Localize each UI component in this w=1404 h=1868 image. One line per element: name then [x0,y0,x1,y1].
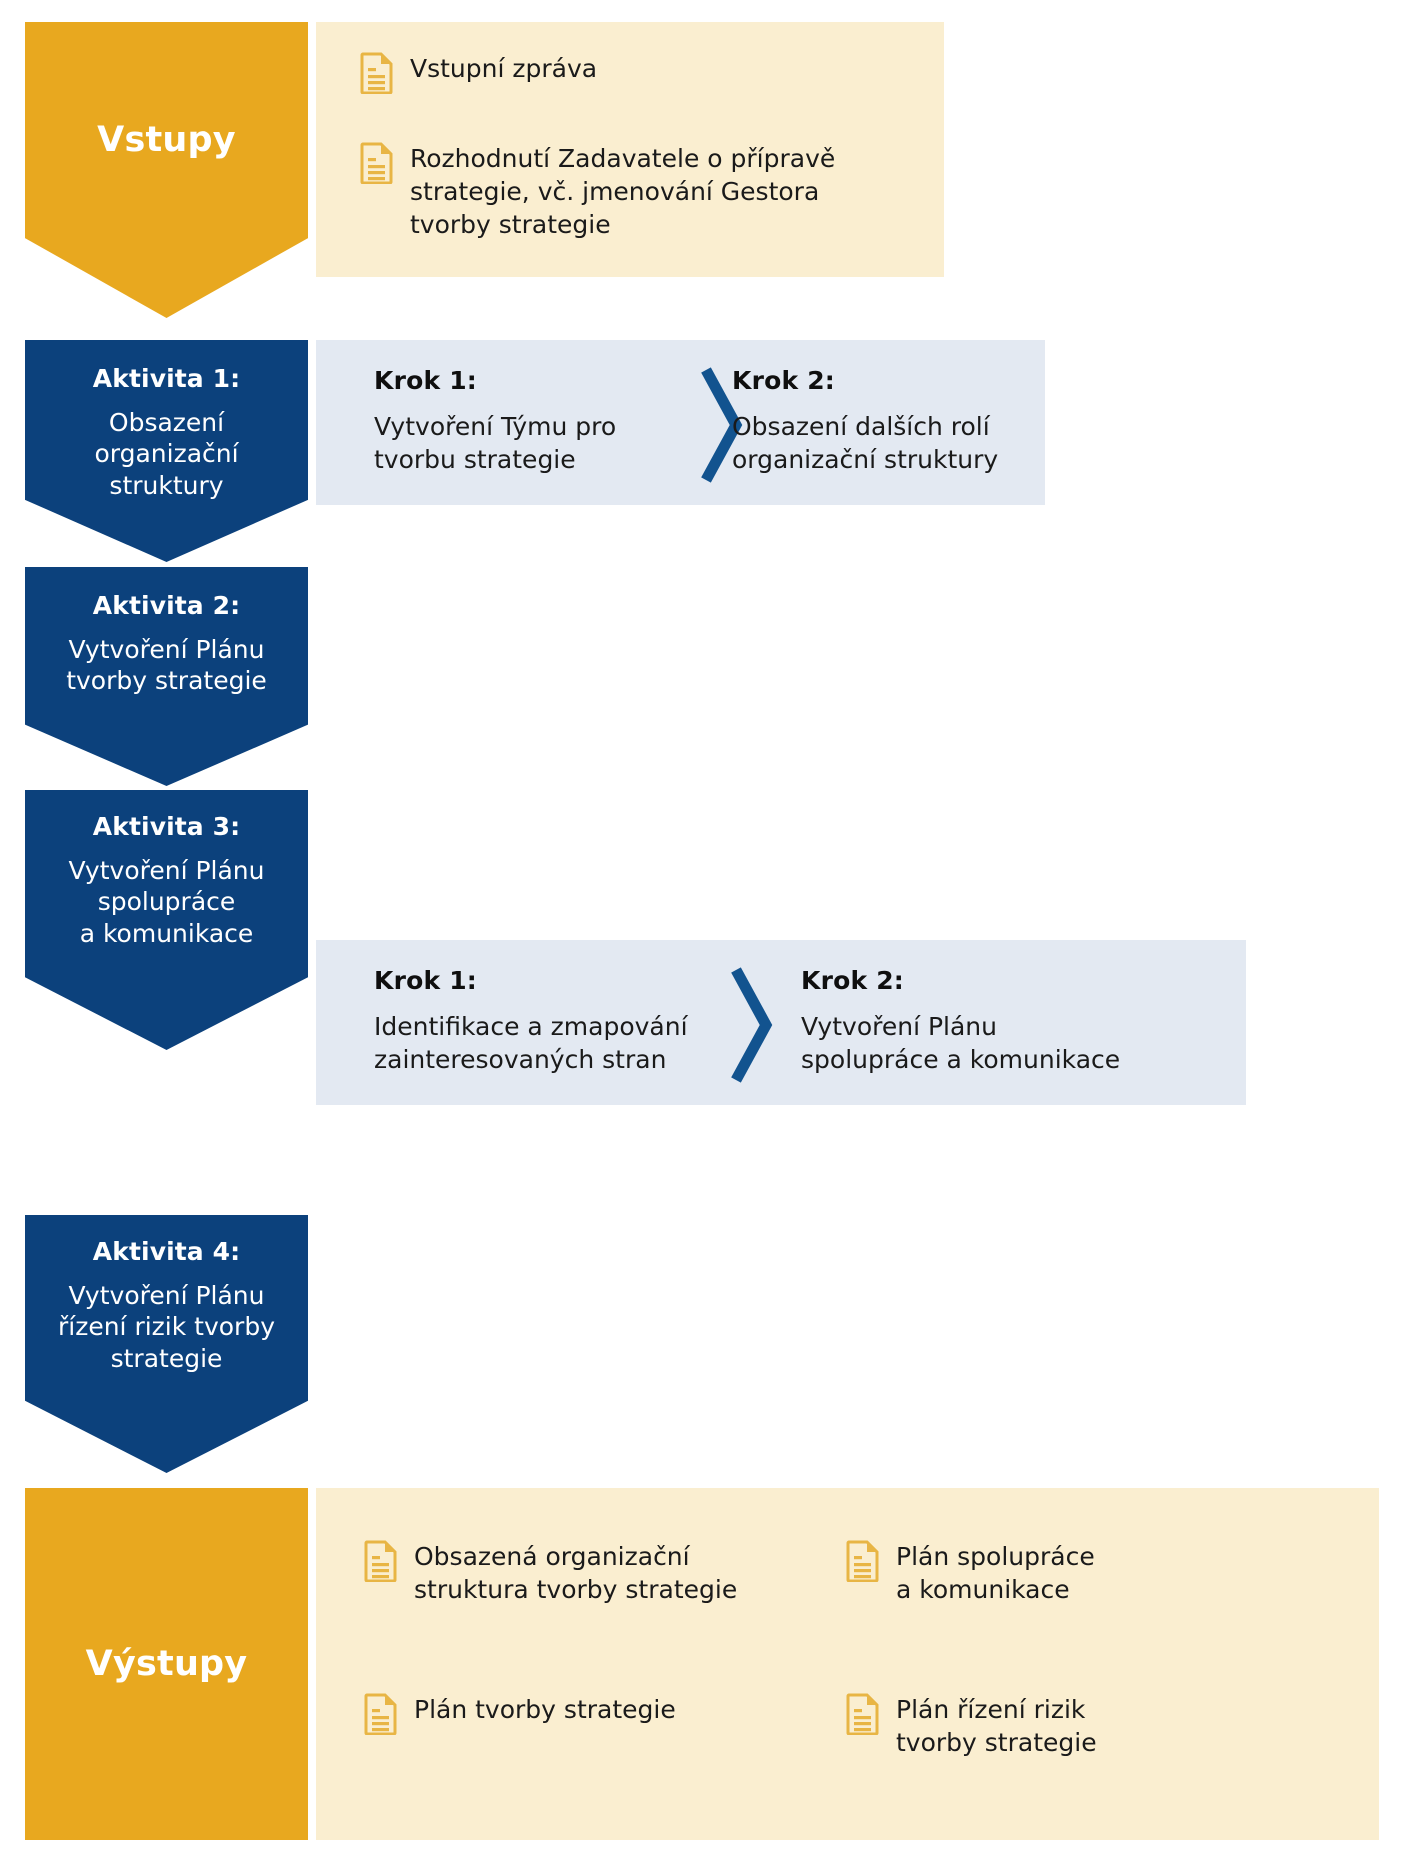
input-item-text: Rozhodnutí Zadavatele o přípravě strateg… [410,144,836,239]
activity-1-title: Aktivita 1: [92,364,241,393]
document-icon [360,52,394,95]
activity-4-title: Aktivita 4: [92,1237,241,1266]
inputs-panel: Vstupní zpráva Rozhodnutí Zadavatele o p… [316,22,944,277]
step-text: Obsazení dalších rolí organizační strukt… [732,412,999,474]
step-text: Identifikace a zmapování zainteresovanýc… [374,1012,688,1074]
document-icon [360,142,394,185]
activity-3-subtitle: Vytvoření Plánu spolupráce a komunikace [68,855,265,948]
step-title: Krok 2: [732,366,835,395]
activity-1-subtitle: Obsazení organizační struktury [94,407,239,500]
input-item: Rozhodnutí Zadavatele o přípravě strateg… [360,142,918,241]
document-icon [364,1540,398,1583]
activity-1-steps-panel: Krok 1: Vytvoření Týmu pro tvorbu strate… [316,340,1045,505]
activity-1-arrow-block: Aktivita 1: Obsazení organizační struktu… [25,340,308,562]
activity-2-subtitle: Vytvoření Plánu tvorby strategie [66,634,267,696]
step-text: Vytvoření Plánu spolupráce a komunikace [801,1012,1121,1074]
output-item-text: Plán spolupráce a komunikace [896,1542,1095,1604]
inputs-label: Vstupy [97,120,236,160]
step-title: Krok 1: [374,366,477,395]
activity-1-step-2: Krok 2: Obsazení dalších rolí organizačn… [732,366,1052,476]
input-item-text: Vstupní zpráva [410,54,598,83]
document-icon [846,1693,880,1736]
step-title: Krok 2: [801,966,904,995]
activity-3-arrow-block: Aktivita 3: Vytvoření Plánu spolupráce a… [25,790,308,1050]
document-icon [364,1693,398,1736]
output-item: Plán spolupráce a komunikace [846,1540,1266,1606]
outputs-label: Výstupy [85,1644,248,1684]
activity-4-arrow-block: Aktivita 4: Vytvoření Plánu řízení rizik… [25,1215,308,1473]
output-item-text: Obsazená organizační struktura tvorby st… [414,1542,738,1604]
activity-3-step-1: Krok 1: Identifikace a zmapování zainter… [374,966,714,1076]
document-icon [846,1540,880,1583]
activity-4-subtitle: Vytvoření Plánu řízení rizik tvorby stra… [57,1280,276,1373]
activity-3-title: Aktivita 3: [92,812,241,841]
output-item: Plán tvorby strategie [364,1693,814,1736]
activity-3-step-2: Krok 2: Vytvoření Plánu spolupráce a kom… [801,966,1201,1076]
activity-3-steps-panel: Krok 1: Identifikace a zmapování zainter… [316,940,1246,1105]
outputs-panel: Obsazená organizační struktura tvorby st… [316,1488,1379,1840]
chevron-right-icon [726,964,778,1086]
step-title: Krok 1: [374,966,477,995]
output-item: Plán řízení rizik tvorby strategie [846,1693,1266,1759]
input-item: Vstupní zpráva [360,52,918,95]
activity-2-title: Aktivita 2: [92,591,241,620]
activity-2-arrow-block: Aktivita 2: Vytvoření Plánu tvorby strat… [25,567,308,786]
output-item-text: Plán tvorby strategie [414,1695,676,1724]
activity-1-step-1: Krok 1: Vytvoření Týmu pro tvorbu strate… [374,366,674,476]
outputs-label-block: Výstupy [25,1488,308,1840]
output-item-text: Plán řízení rizik tvorby strategie [896,1695,1097,1757]
step-text: Vytvoření Týmu pro tvorbu strategie [374,412,617,474]
inputs-arrow-block: Vstupy [25,22,308,318]
chevron-right-icon [696,364,748,486]
output-item: Obsazená organizační struktura tvorby st… [364,1540,814,1606]
